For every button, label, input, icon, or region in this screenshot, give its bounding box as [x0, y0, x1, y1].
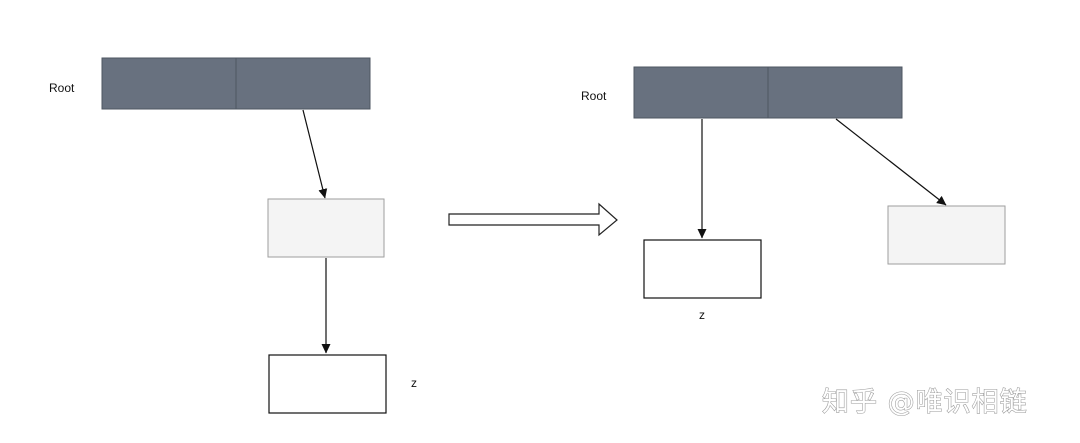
left-edge-root-to-child — [302, 109, 328, 199]
left-z-label: z — [411, 376, 417, 390]
watermark-text: 知乎 @唯识相链 — [822, 387, 1028, 418]
right-child-node — [887, 205, 1006, 265]
right-z-label: z — [699, 308, 705, 322]
right-root-node — [633, 66, 903, 119]
right-root-left-cell — [633, 66, 769, 119]
left-z-node — [268, 354, 387, 414]
right-edge-root-to-child — [835, 118, 947, 206]
left-root-label: Root — [49, 81, 75, 95]
transform-arrow-icon — [448, 202, 618, 237]
right-root-label: Root — [581, 89, 607, 103]
left-child-node — [267, 198, 385, 258]
left-root-node — [101, 57, 371, 110]
left-root-left-cell — [101, 57, 237, 110]
right-z-node — [643, 239, 762, 299]
left-root-right-cell — [235, 57, 371, 110]
before-tree: Root z — [49, 57, 417, 414]
after-tree: Root z — [581, 66, 1006, 322]
right-root-right-cell — [767, 66, 903, 119]
